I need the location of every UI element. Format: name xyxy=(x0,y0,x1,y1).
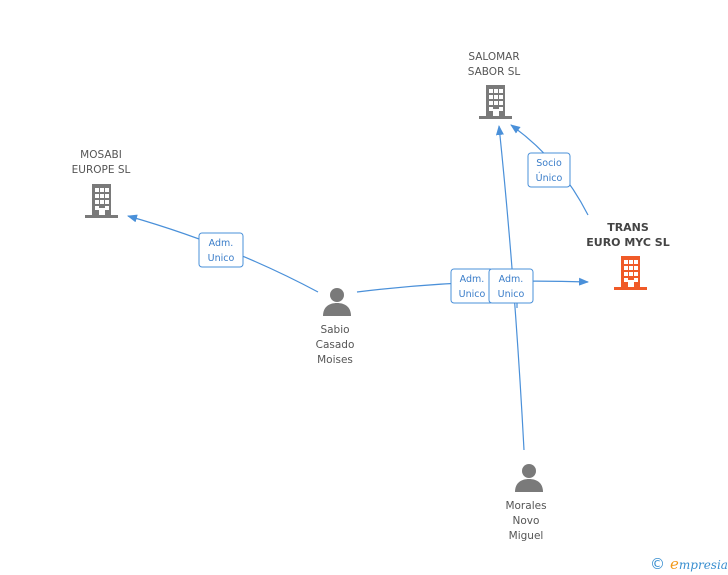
node-label-line2: EURO MYC SL xyxy=(586,236,669,249)
building-icon xyxy=(85,184,118,218)
node-label-line2: EUROPE SL xyxy=(72,164,131,176)
copyright-icon: © xyxy=(650,555,665,573)
node-sabio-casado-moises[interactable]: Sabio Casado Moises xyxy=(316,288,355,366)
edge-label-line1: Socio xyxy=(536,158,562,169)
edge-label-sabio-mosabi[interactable]: Adm. Unico xyxy=(198,232,244,268)
edge-label-line1: Adm. xyxy=(209,238,234,249)
node-label-line2: Casado xyxy=(316,339,355,351)
node-salomar-sabor[interactable]: SALOMAR SABOR SL xyxy=(468,51,521,119)
edge-label-line1: Adm. xyxy=(499,274,524,285)
person-icon xyxy=(323,288,351,316)
node-label-line1: SALOMAR xyxy=(468,51,519,63)
brand-initial: e xyxy=(670,555,679,573)
brand-logo[interactable]: © empresia xyxy=(650,554,728,574)
person-icon xyxy=(515,464,543,492)
edge-label-trans-salomar[interactable]: Socio Único xyxy=(527,152,571,188)
edge-label-morales-trans[interactable]: Adm. Unico xyxy=(488,268,534,304)
edge-label-sabio-trans[interactable]: Adm. Unico xyxy=(450,268,494,304)
node-label-line3: Moises xyxy=(317,354,353,366)
node-label-line1: Morales xyxy=(505,500,546,512)
edge-label-line1: Adm. xyxy=(460,274,485,285)
node-label-line2: Novo xyxy=(513,515,540,527)
node-trans-euro-myc[interactable]: TRANS EURO MYC SL xyxy=(586,221,670,290)
edge-label-line2: Único xyxy=(536,172,563,184)
building-icon xyxy=(479,85,512,119)
brand-name: empresia xyxy=(670,555,728,573)
node-label-line3: Miguel xyxy=(509,530,544,542)
node-label-line1: MOSABI xyxy=(80,149,122,161)
node-label-line1: TRANS xyxy=(607,221,649,234)
edge-label-line2: Unico xyxy=(208,253,235,264)
node-morales-novo-miguel[interactable]: Morales Novo Miguel xyxy=(505,464,547,542)
brand-rest: mpresia xyxy=(678,558,728,572)
building-icon xyxy=(614,256,647,290)
edge-label-line2: Unico xyxy=(498,289,525,300)
node-label-line1: Sabio xyxy=(320,324,349,336)
node-label-line2: SABOR SL xyxy=(468,66,521,78)
node-mosabi-europe[interactable]: MOSABI EUROPE SL xyxy=(72,149,131,218)
edge-label-line2: Unico xyxy=(459,289,486,300)
